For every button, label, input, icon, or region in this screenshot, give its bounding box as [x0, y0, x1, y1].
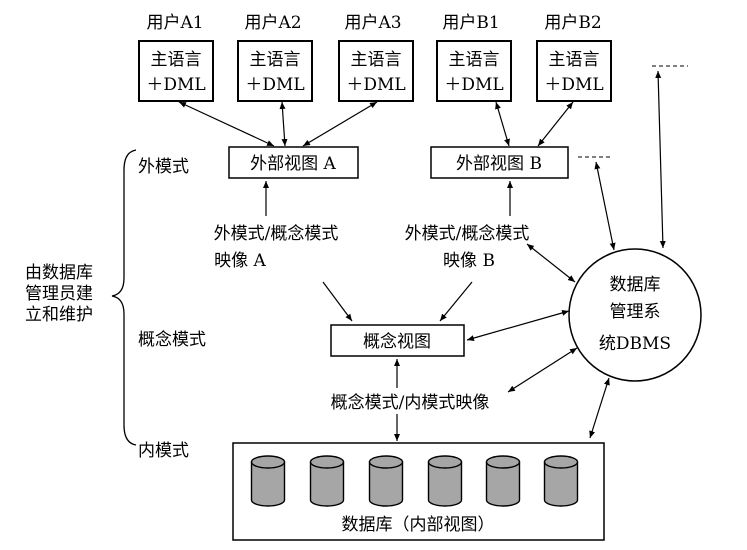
database-label: 数据库（内部视图） — [342, 515, 495, 535]
database-cylinder-2 — [309, 455, 345, 507]
svg-text:主语言: 主语言 — [549, 50, 600, 70]
mapping-a-line2: 映像 A — [214, 251, 266, 271]
arrow-a3-view-a — [302, 101, 378, 147]
dbms-circle: 数据库 管理系 统DBMS — [568, 248, 702, 382]
user-box-a1: 主语言 ＋DML — [138, 40, 214, 102]
user-box-a2: 主语言 ＋DML — [237, 40, 313, 102]
database-cylinder-1 — [250, 455, 286, 507]
arrow-a2-view-a — [279, 101, 288, 147]
dba-note-line2: 管理员建 — [25, 284, 93, 304]
arrow-dbms-external-b — [594, 161, 616, 251]
arrow-dbms-user-b2 — [655, 70, 666, 249]
arrow-dbms-internal-mapping — [507, 347, 578, 393]
arrow-b2-view-b — [537, 101, 574, 147]
dba-note-line3: 立和维护 — [25, 305, 93, 325]
mapping-b-line1: 外模式/概念模式 — [405, 223, 530, 244]
mapping-conceptual-internal: 概念模式/内模式映像 — [331, 392, 490, 413]
left-brace — [111, 149, 137, 446]
svg-text:统DBMS: 统DBMS — [599, 334, 671, 354]
arrow-dbms-mapping-b — [526, 243, 576, 283]
svg-text:外部视图 A: 外部视图 A — [250, 154, 336, 174]
svg-text:主语言: 主语言 — [151, 50, 202, 70]
user-label-a3: 用户A3 — [344, 13, 401, 33]
user-label-a2: 用户A2 — [244, 13, 301, 33]
mapping-b-line2: 映像 B — [443, 251, 495, 271]
mapping-a-line1: 外模式/概念模式 — [214, 223, 339, 244]
database-box — [232, 442, 605, 541]
user-box-b1: 主语言 ＋DML — [436, 40, 512, 102]
database-cylinder-5 — [485, 455, 521, 507]
level-internal: 内模式 — [138, 441, 189, 461]
svg-text:数据库: 数据库 — [610, 275, 661, 295]
level-conceptual: 概念模式 — [138, 329, 206, 350]
database-cylinders — [250, 455, 579, 507]
svg-text:＋DML: ＋DML — [146, 75, 205, 95]
dba-note-line1: 由数据库 — [25, 263, 93, 283]
arrow-mapping-b-conceptual — [439, 281, 473, 322]
user-box-b2: 主语言 ＋DML — [536, 40, 612, 102]
arrow-mapping-a-conceptual — [322, 281, 353, 322]
svg-text:主语言: 主语言 — [449, 50, 500, 70]
svg-text:＋DML: ＋DML — [544, 75, 603, 95]
svg-text:＋DML: ＋DML — [444, 75, 503, 95]
arrow-dbms-conceptual — [466, 310, 570, 341]
svg-text:主语言: 主语言 — [351, 50, 402, 70]
svg-text:＋DML: ＋DML — [245, 75, 304, 95]
external-view-a: 外部视图 A — [228, 146, 359, 179]
user-box-a3: 主语言 ＋DML — [338, 40, 414, 102]
svg-text:管理系: 管理系 — [610, 302, 661, 322]
arrow-b1-view-b — [495, 101, 510, 147]
svg-text:概念视图: 概念视图 — [363, 331, 431, 352]
svg-text:外部视图 B: 外部视图 B — [456, 154, 542, 174]
level-external: 外模式 — [138, 157, 189, 177]
user-label-b1: 用户B1 — [442, 13, 499, 33]
database-cylinder-6 — [543, 455, 579, 507]
external-view-b: 外部视图 B — [430, 146, 569, 179]
user-label-a1: 用户A1 — [146, 13, 203, 33]
svg-text:＋DML: ＋DML — [346, 75, 405, 95]
database-cylinder-4 — [427, 455, 463, 507]
user-label-b2: 用户B2 — [544, 13, 601, 33]
svg-text:主语言: 主语言 — [250, 50, 301, 70]
arrow-a1-view-a — [178, 101, 275, 147]
arrow-dbms-database — [589, 377, 610, 439]
database-cylinder-3 — [368, 455, 404, 507]
conceptual-view: 概念视图 — [330, 324, 465, 357]
